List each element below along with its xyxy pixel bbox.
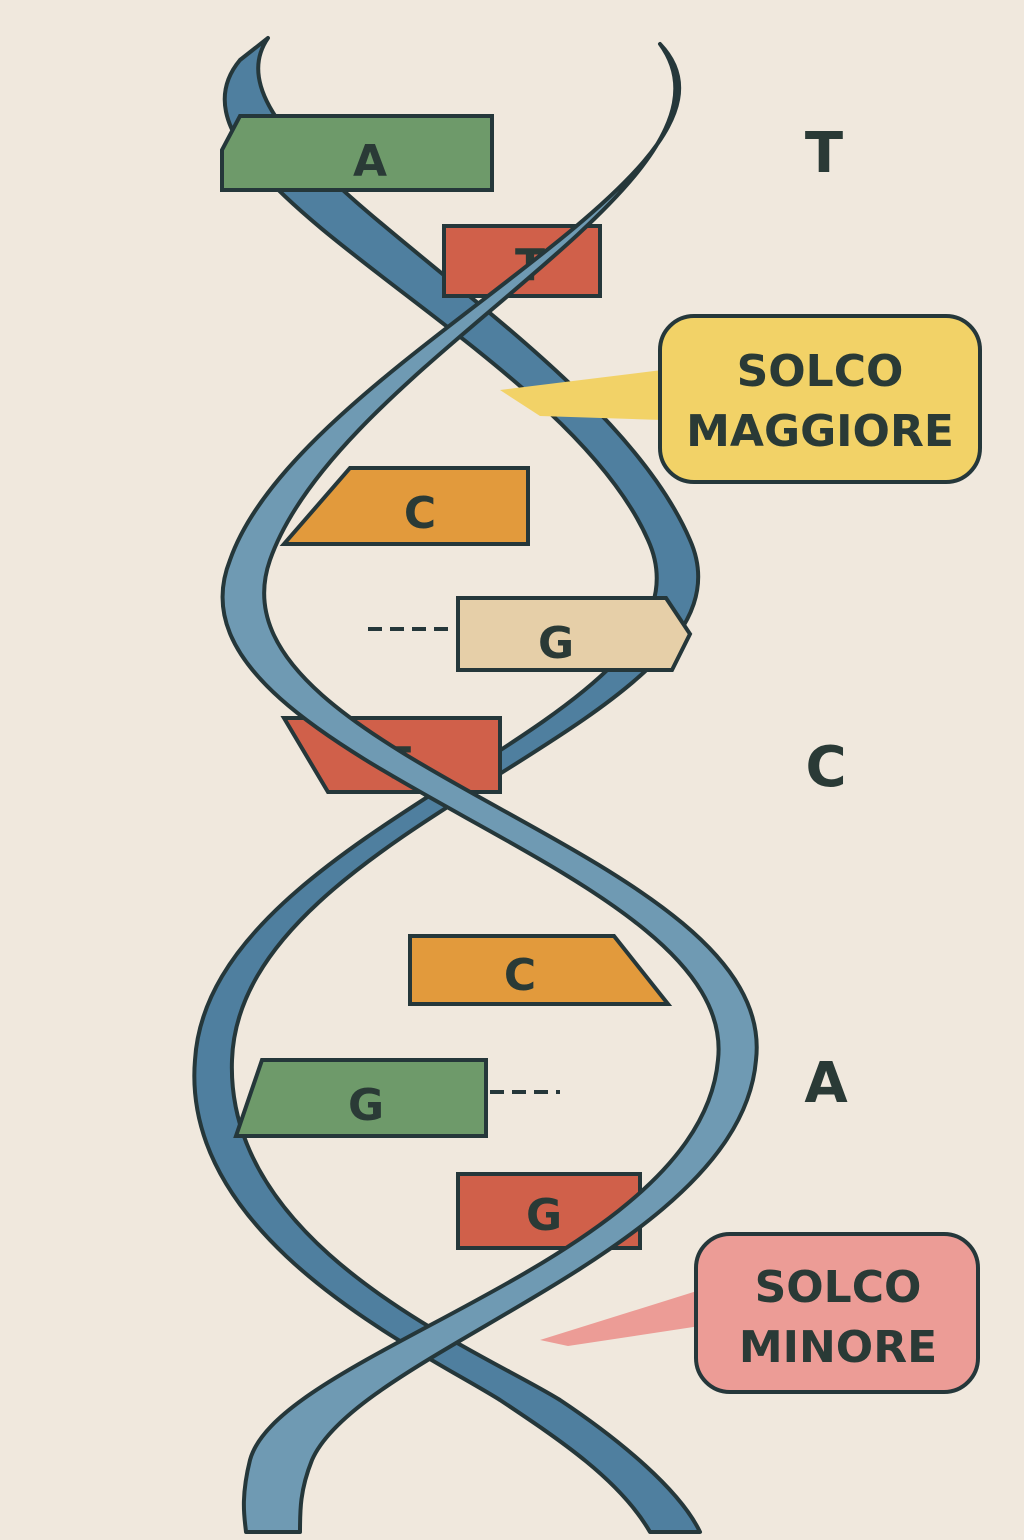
- minor-groove-label-line1: SOLCO: [755, 1262, 922, 1313]
- side-letter-c: C: [805, 735, 846, 800]
- base-block-c-1: C: [279, 466, 530, 546]
- major-groove-pointer: [500, 370, 662, 420]
- minor-groove-label-line2: MINORE: [739, 1322, 937, 1373]
- base-letter: A: [353, 136, 387, 187]
- base-letter: G: [348, 1080, 384, 1131]
- minor-groove-callout: SOLCO MINORE: [540, 1232, 980, 1394]
- major-groove-callout: SOLCO MAGGIORE: [500, 314, 982, 484]
- side-letter-a: A: [804, 1051, 848, 1116]
- major-groove-label-box: [658, 314, 982, 484]
- major-groove-label-line1: SOLCO: [737, 346, 904, 397]
- base-block-g-2: G: [233, 1058, 560, 1138]
- base-block-g-3: G: [456, 1172, 642, 1250]
- base-letter: C: [504, 950, 536, 1001]
- base-block-c-2: C: [408, 934, 673, 1006]
- base-letter: G: [538, 618, 574, 669]
- base-letter: G: [526, 1190, 562, 1241]
- major-groove-label-line2: MAGGIORE: [686, 406, 954, 457]
- minor-groove-label-box: [694, 1232, 980, 1394]
- base-block-a: A: [220, 114, 494, 192]
- base-letter: C: [404, 488, 436, 539]
- side-letters: T C A: [804, 121, 848, 1116]
- minor-groove-pointer: [540, 1290, 700, 1346]
- front-strand: [220, 42, 759, 1534]
- base-block-g-1: G: [368, 596, 693, 672]
- side-letter-t: T: [805, 121, 843, 186]
